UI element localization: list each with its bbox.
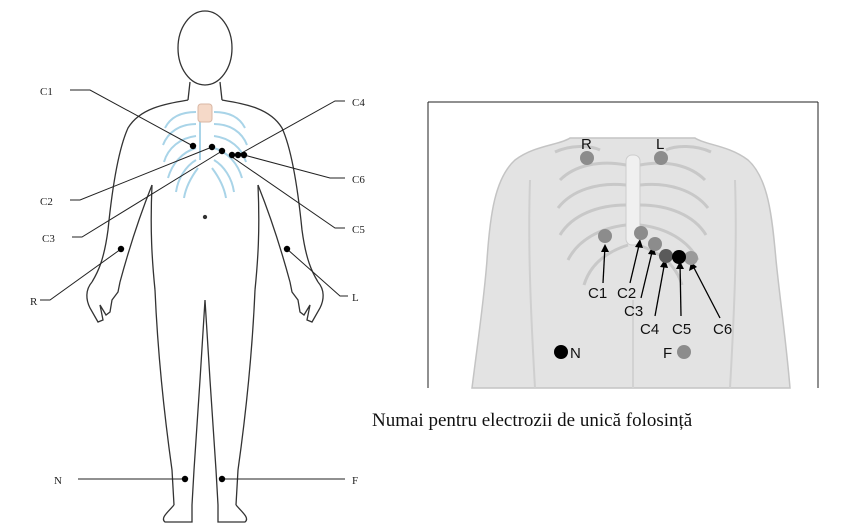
left-body-figure <box>87 11 323 522</box>
torso-electrode-c5 <box>672 250 686 264</box>
torso-label-n: N <box>570 345 581 362</box>
label-c1: C1 <box>40 86 53 98</box>
electrode-c6-dot <box>241 152 247 158</box>
electrode-l-dot <box>284 246 290 252</box>
legs-outline <box>155 290 255 505</box>
waist-outline <box>151 185 259 290</box>
electrode-c2-dot <box>209 144 215 150</box>
torso-electrode-l <box>654 151 668 165</box>
label-r: R <box>30 296 38 308</box>
torso-electrode-c6 <box>684 251 698 265</box>
torso-label-c6: C6 <box>713 321 732 338</box>
left-labels: C1 C4 C6 C2 C3 C5 R L N F <box>30 86 365 487</box>
label-n: N <box>54 475 62 487</box>
navel <box>204 216 207 219</box>
torso-electrode-r <box>580 151 594 165</box>
torso-label-c4: C4 <box>640 321 659 338</box>
label-c2: C2 <box>40 196 53 208</box>
torso-electrode-c2 <box>634 226 648 240</box>
label-c3: C3 <box>42 233 55 245</box>
label-c6: C6 <box>352 174 365 186</box>
electrode-c4-dot <box>229 152 235 158</box>
label-l: L <box>352 292 359 304</box>
sternum <box>198 104 212 122</box>
label-f: F <box>352 475 358 487</box>
torso-label-f: F <box>663 345 672 362</box>
torso-label-c3: C3 <box>624 303 643 320</box>
electrode-r-dot <box>118 246 124 252</box>
torso-electrode-c4 <box>659 249 673 263</box>
torso-electrode-f <box>677 345 691 359</box>
electrode-c1-dot <box>190 143 196 149</box>
torso-label-r: R <box>581 136 592 153</box>
electrode-n-dot <box>182 476 188 482</box>
right-torso-panel: R L C1 C2 C3 C4 C5 C6 N F <box>428 102 818 388</box>
inner-arm-outline <box>120 185 290 282</box>
head-outline <box>178 11 232 85</box>
electrode-f-dot <box>219 476 225 482</box>
electrode-c3-dot <box>219 148 225 154</box>
torso-label-c1: C1 <box>588 285 607 302</box>
electrode-c5-dot <box>235 152 241 158</box>
right-hand-outline <box>290 282 323 322</box>
torso-label-c2: C2 <box>617 285 636 302</box>
torso-electrode-n <box>554 345 568 359</box>
caption: Numai pentru electrozii de unică folosin… <box>372 410 850 432</box>
label-c5: C5 <box>352 224 365 236</box>
torso-outline <box>92 100 318 282</box>
torso-label-l: L <box>656 136 664 153</box>
left-hand-outline <box>87 282 120 322</box>
feet-outline <box>163 505 246 522</box>
torso-label-c5: C5 <box>672 321 691 338</box>
torso-electrode-c1 <box>598 229 612 243</box>
label-c4: C4 <box>352 97 365 109</box>
torso-electrode-c3 <box>648 237 662 251</box>
